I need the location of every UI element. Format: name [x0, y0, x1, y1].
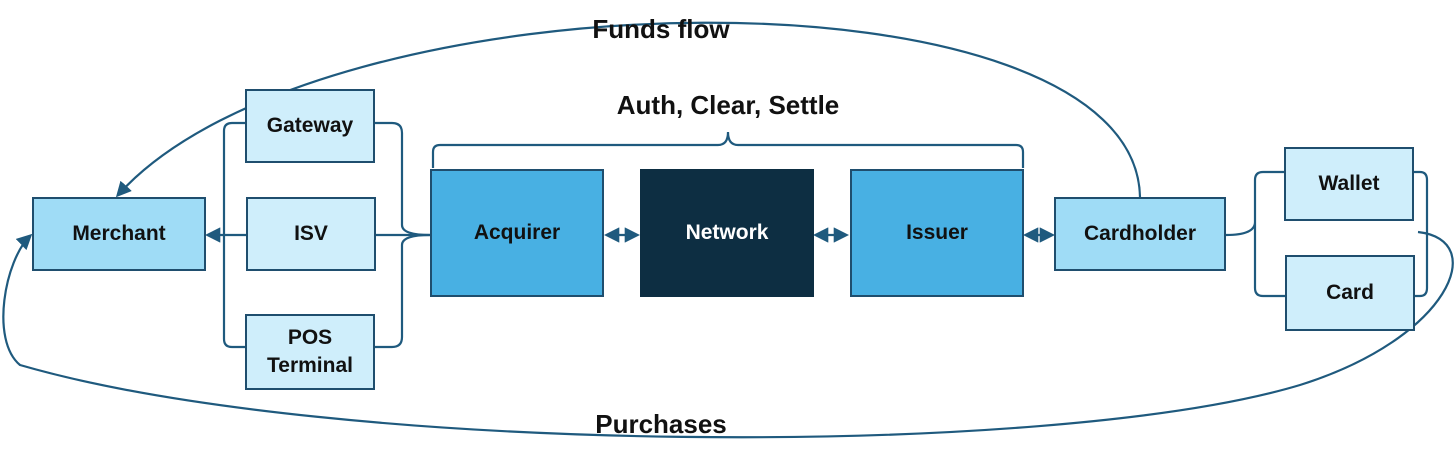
- purchases-label: Purchases: [595, 409, 727, 439]
- auth-clear-settle-brace: [431, 131, 1025, 168]
- issuer-node: Issuer: [850, 169, 1024, 297]
- card-node: Card: [1285, 255, 1415, 331]
- pos-terminal-node: POS Terminal: [245, 314, 375, 390]
- isv-node: ISV: [246, 197, 376, 271]
- cardholder-node: Cardholder: [1054, 197, 1226, 271]
- network-node: Network: [640, 169, 814, 297]
- funds-flow-arrow: [115, 21, 1142, 198]
- auth-clear-settle-label: Auth, Clear, Settle: [616, 90, 840, 120]
- merchant-node: Merchant: [32, 197, 206, 271]
- funds-flow-label: Funds flow: [592, 14, 730, 44]
- wallet-card-left-bracket: [1225, 170, 1285, 298]
- wallet-card-right-bracket: [1413, 170, 1429, 298]
- gateway-node: Gateway: [245, 89, 375, 163]
- purchases-arrow: [2, 230, 1454, 439]
- acquirer-node: Acquirer: [430, 169, 604, 297]
- wallet-node: Wallet: [1284, 147, 1414, 221]
